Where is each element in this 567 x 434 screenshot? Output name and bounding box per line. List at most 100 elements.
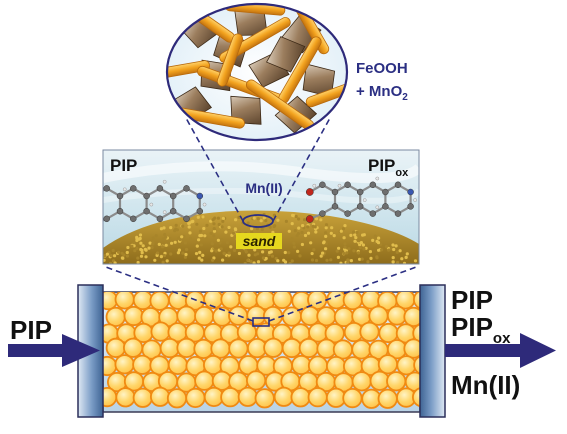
sand-texture-dot <box>224 230 228 234</box>
sand-texture-dot <box>210 249 214 253</box>
sand-texture-dot <box>324 234 328 238</box>
mno2-plate <box>266 36 306 73</box>
sand-texture-dot <box>168 236 172 241</box>
sand-texture-dot <box>165 259 169 263</box>
sand-texture-dot <box>343 242 347 246</box>
sand-texture-dot <box>139 254 144 258</box>
sand-texture-dot <box>211 258 215 262</box>
sand-grain <box>307 387 328 408</box>
sand-texture-dot <box>400 257 404 261</box>
molecule-hydrogen <box>375 205 380 210</box>
sand-grain <box>291 354 312 376</box>
sand-grain <box>403 338 420 359</box>
sand-texture-dot <box>169 226 173 230</box>
molecule-atom <box>331 188 339 196</box>
sand-texture-dot <box>181 224 185 228</box>
sand-texture-dot <box>140 251 144 255</box>
sand-texture-dot <box>261 250 265 254</box>
sand-texture-dot <box>324 223 329 227</box>
zoom-panel: sand PIP PIPox Mn(II) <box>90 149 420 265</box>
molecule-atom <box>90 221 97 228</box>
molecule-hydrogen <box>337 183 342 188</box>
sand-texture-dot <box>369 256 373 260</box>
sand-texture-dot <box>349 233 353 237</box>
sand-grain <box>254 388 275 409</box>
sand-texture-dot <box>356 239 361 243</box>
sand-texture-dot <box>185 247 189 252</box>
sand-texture-dot <box>298 254 302 258</box>
sand-texture-dot <box>290 259 294 263</box>
sand-grain <box>351 371 372 392</box>
sand-texture-dot <box>136 256 140 260</box>
sand-grain <box>413 292 420 310</box>
sand-texture-dot <box>109 254 113 258</box>
sand-grain <box>123 305 144 327</box>
sand-texture-dot <box>198 250 202 254</box>
molecule-atom <box>130 215 137 223</box>
sand-texture-dot <box>335 249 339 253</box>
sand-texture-dot <box>349 259 353 263</box>
sand-texture-dot <box>356 251 361 255</box>
molecule-atom <box>344 181 351 189</box>
molecule-atom <box>130 185 137 192</box>
sand-texture-dot <box>157 242 161 246</box>
sand-texture-dot <box>352 249 356 253</box>
molecule-atom <box>143 207 150 215</box>
molecule-atom <box>319 210 326 217</box>
sand-texture-dot <box>311 224 315 228</box>
sand-grains <box>103 292 420 409</box>
sand-texture-dot <box>108 261 113 264</box>
sand-texture-dot <box>329 258 333 262</box>
sand-grain <box>114 292 135 310</box>
molecule-atom <box>344 210 351 217</box>
sand-texture-dot <box>371 238 375 242</box>
sand-texture-dot <box>303 218 307 222</box>
sand-texture-dot <box>148 241 152 245</box>
sand-texture-dot <box>180 235 184 239</box>
sand-grain <box>263 337 284 358</box>
sand-texture-dot <box>232 231 236 235</box>
sand-texture-dot <box>210 242 214 246</box>
sand-texture-dot <box>243 261 247 264</box>
sand-texture-dot <box>330 226 334 230</box>
sand-texture-dot <box>111 259 116 263</box>
sand-texture <box>103 213 418 264</box>
sand-texture-dot <box>237 251 241 256</box>
sand-texture-dot <box>389 247 393 251</box>
sand-texture-dot <box>287 251 291 255</box>
sand-texture-dot <box>394 244 398 248</box>
feooh-rod <box>305 82 347 108</box>
sand-texture-dot <box>151 236 155 240</box>
sand-texture-dot <box>276 218 280 222</box>
sand-grain <box>386 305 408 326</box>
molecule-hydrogen <box>312 183 317 188</box>
molecule-hydrogen <box>413 198 417 202</box>
sand-grain <box>149 292 170 311</box>
sand-grain <box>281 337 302 359</box>
sand-grain <box>403 306 420 327</box>
sand-texture-dot <box>188 231 192 235</box>
sand-texture-dot <box>169 252 173 256</box>
sand-texture-dot <box>346 258 350 262</box>
sand-grain <box>412 323 420 344</box>
sand-texture-dot <box>290 237 294 241</box>
sand-texture-dot <box>173 229 177 233</box>
sand-texture-dot <box>284 219 288 223</box>
sand-texture-dot <box>283 260 288 264</box>
sand-grain <box>272 292 293 310</box>
sand-texture-dot <box>380 248 384 252</box>
sand-texture-dot <box>270 254 275 258</box>
sand-texture-dot <box>384 244 388 249</box>
sand-texture-dot <box>199 233 204 238</box>
sand-texture-dot <box>353 239 357 243</box>
sand-grain <box>114 354 135 375</box>
sand-texture-dot <box>336 255 340 259</box>
sand-grain <box>386 371 407 392</box>
sand-texture-dot <box>187 225 191 229</box>
sand-texture-dot <box>227 251 231 255</box>
sand-texture-dot <box>214 249 218 253</box>
sand-texture-dot <box>103 254 107 258</box>
molecule-atom <box>183 185 190 192</box>
molecule-atom <box>369 181 377 189</box>
sand-texture-dot <box>354 236 358 240</box>
